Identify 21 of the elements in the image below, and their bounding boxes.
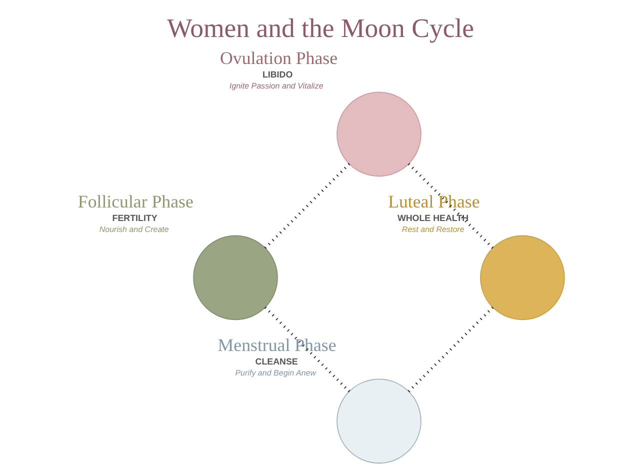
diagram-title: Women and the Moon Cycle [166, 12, 474, 43]
node-circle [480, 235, 564, 320]
node-label: Ovulation Phase [220, 48, 338, 68]
node-label: LIBIDO [262, 70, 292, 80]
node-label: WHOLE HEALTH [396, 212, 468, 223]
node-label: Luteal Phase [388, 192, 480, 212]
node-label: FERTILITY [112, 212, 157, 223]
node-circle [336, 378, 421, 464]
connector [407, 163, 494, 249]
node-label: Rest and Restore [401, 224, 464, 234]
node-label: Ignite Passion and Vitalize [228, 81, 323, 90]
connector [264, 162, 350, 249]
node-circle [336, 92, 421, 177]
connector [264, 306, 350, 392]
node-circle [192, 235, 278, 320]
node-label: Nourish and Create [98, 224, 168, 234]
node-label: Follicular Phase [77, 192, 193, 212]
node-label: Purify and Begin Anew [234, 368, 316, 378]
connector [407, 306, 494, 392]
node-label: Menstrual Phase [217, 335, 336, 356]
node-label: CLEANSE [254, 356, 298, 366]
